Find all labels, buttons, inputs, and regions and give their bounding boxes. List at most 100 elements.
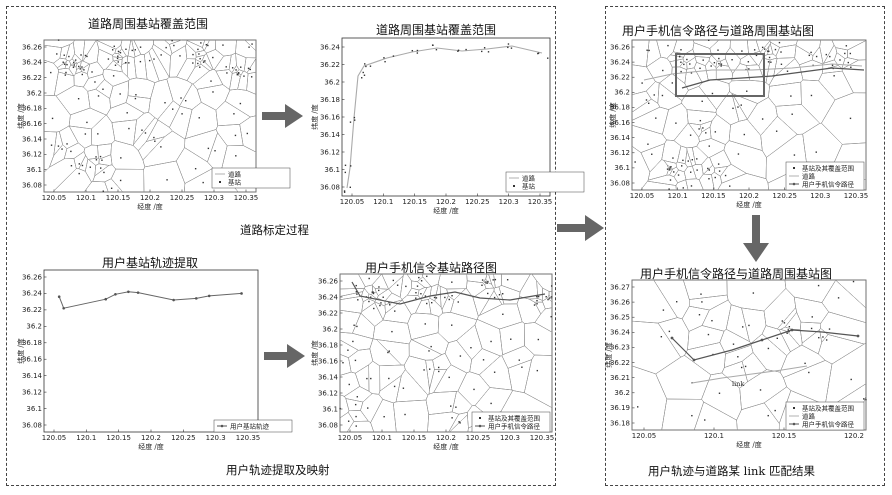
voronoi-cell xyxy=(472,287,495,317)
y-tick-label: 36.26 xyxy=(610,298,631,306)
station-dot xyxy=(675,122,677,124)
voronoi-cell xyxy=(339,273,366,290)
station-dot xyxy=(180,97,182,99)
station-dot xyxy=(804,362,806,365)
station-dot xyxy=(741,50,743,52)
station-dot xyxy=(450,405,452,407)
legend-box xyxy=(213,419,293,433)
voronoi-cell xyxy=(246,57,257,74)
station-dot xyxy=(62,61,64,63)
y-tick-label: 36.12 xyxy=(610,149,630,157)
station-dot xyxy=(388,377,390,380)
station-dot xyxy=(702,59,704,61)
station-dot xyxy=(349,121,352,123)
station-dot xyxy=(839,59,841,61)
station-dot xyxy=(698,128,700,130)
y-tick-label: 36.24 xyxy=(610,329,631,337)
station-dot xyxy=(57,39,60,41)
x-tick-label: 120.25 xyxy=(171,434,196,442)
station-dot xyxy=(653,94,655,96)
station-dot xyxy=(737,153,740,155)
voronoi-cell xyxy=(78,154,89,172)
voronoi-cell xyxy=(432,352,452,370)
signal-point xyxy=(670,336,674,340)
y-tick-label: 36.16 xyxy=(318,357,339,365)
station-dot xyxy=(501,293,504,295)
station-dot xyxy=(66,63,68,66)
station-dot xyxy=(235,69,237,71)
station-dot xyxy=(382,296,384,298)
voronoi-cell xyxy=(524,354,553,409)
voronoi-diagram xyxy=(631,39,867,191)
station-dot xyxy=(205,44,208,46)
station-dot xyxy=(423,369,425,371)
station-dot xyxy=(236,73,239,76)
station-dot xyxy=(767,414,769,417)
station-dot xyxy=(680,61,682,63)
station-dot xyxy=(810,327,813,330)
station-dot xyxy=(701,100,703,103)
station-dot xyxy=(125,62,127,64)
x-tick-label: 120.25 xyxy=(465,198,490,206)
station-dot xyxy=(212,91,214,93)
station-dot xyxy=(99,167,102,169)
station-dot xyxy=(844,52,846,55)
y-tick-label: 36.18 xyxy=(610,419,630,427)
legend-label: 道路 xyxy=(802,171,816,180)
legend-label: 用户手机信令路径 xyxy=(802,419,855,428)
station-dot xyxy=(83,69,85,71)
station-dot xyxy=(391,330,393,333)
voronoi-cell xyxy=(677,145,688,165)
y-tick-label: 36.14 xyxy=(610,134,631,142)
y-tick-label: 36.16 xyxy=(22,120,43,128)
station-dot xyxy=(125,48,127,51)
x-tick-label: 120.05 xyxy=(338,434,363,442)
station-dot xyxy=(243,75,245,77)
x-tick-label: 120.25 xyxy=(466,434,491,442)
station-dot xyxy=(119,179,122,182)
station-dot xyxy=(362,71,364,74)
legend-swatch xyxy=(479,417,481,419)
station-dot xyxy=(239,102,242,105)
voronoi-cell xyxy=(698,173,715,191)
x-tick-label: 120.2 xyxy=(140,194,160,202)
station-dot xyxy=(165,46,167,49)
station-dot xyxy=(510,47,513,49)
station-dot xyxy=(139,46,142,48)
station-dot xyxy=(63,63,66,65)
station-dot xyxy=(710,65,712,67)
station-dot xyxy=(767,61,770,63)
x-tick-label: 120.2 xyxy=(739,192,759,200)
x-tick-label: 120.3 xyxy=(810,192,830,200)
y-tick-label: 36.12 xyxy=(320,148,340,156)
station-dot xyxy=(718,392,721,394)
station-dot xyxy=(648,102,650,104)
station-dot xyxy=(204,60,206,62)
right-group-frame xyxy=(605,6,885,486)
station-dot xyxy=(786,70,789,72)
station-dot xyxy=(537,295,540,298)
station-dot xyxy=(459,422,461,424)
station-dot xyxy=(673,171,675,173)
station-dot xyxy=(107,58,110,60)
station-dot xyxy=(699,119,702,122)
station-dot xyxy=(537,52,540,54)
station-dot xyxy=(698,314,701,316)
y-tick-label: 36.22 xyxy=(318,309,338,317)
voronoi-cell xyxy=(703,164,715,175)
signal-point xyxy=(692,358,696,362)
station-dot xyxy=(691,414,693,417)
legend-label: 基站及其覆盖范围 xyxy=(802,163,854,172)
station-dot xyxy=(428,350,430,352)
station-dot xyxy=(780,51,782,53)
y-tick-label: 36.22 xyxy=(610,359,630,367)
station-dot xyxy=(714,131,717,133)
legend-swatch xyxy=(220,424,224,428)
station-dot xyxy=(444,296,446,299)
caption-right: 用户轨迹与道路某 link 匹配结果 xyxy=(648,464,816,478)
station-dot xyxy=(173,44,175,47)
station-dot xyxy=(662,69,664,72)
station-dot xyxy=(134,97,137,100)
voronoi-cell xyxy=(669,166,679,178)
